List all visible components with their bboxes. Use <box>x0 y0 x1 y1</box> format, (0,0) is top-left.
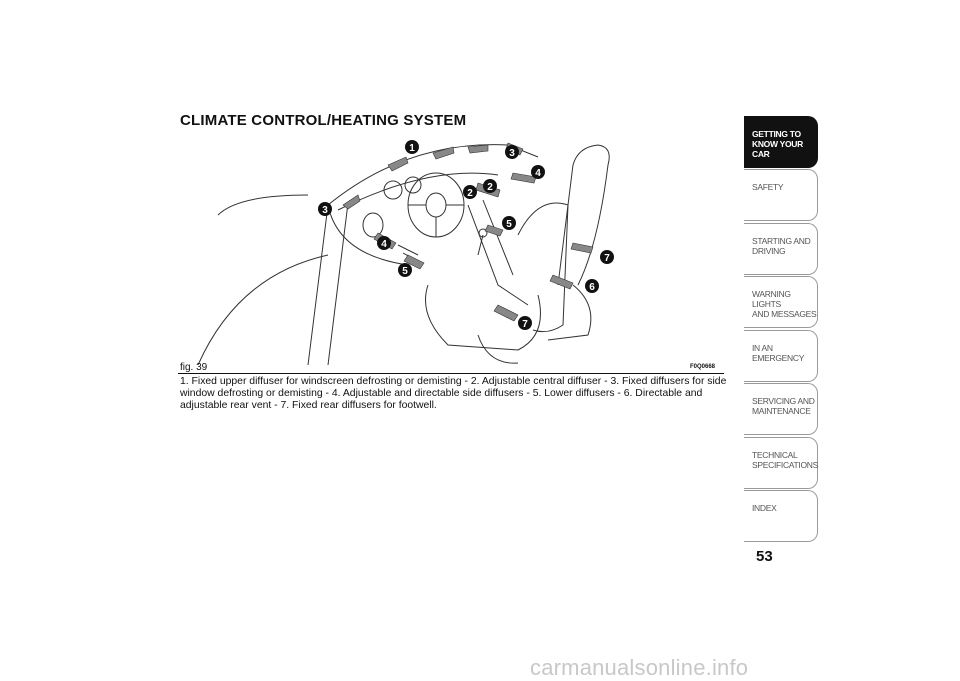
page-number: 53 <box>756 548 773 565</box>
marker-7a: 7 <box>600 250 614 264</box>
marker-3a: 3 <box>505 145 519 159</box>
marker-4a: 4 <box>531 165 545 179</box>
tab-starting-and-driving[interactable]: STARTING AND DRIVING <box>744 223 818 275</box>
svg-text:2: 2 <box>487 182 493 193</box>
marker-3b: 3 <box>318 202 332 216</box>
tab-technical-specifications[interactable]: TECHNICAL SPECIFICATIONS <box>744 437 818 489</box>
svg-text:5: 5 <box>506 219 512 230</box>
marker-5a: 5 <box>502 216 516 230</box>
tab-safety[interactable]: SAFETY <box>744 169 818 221</box>
chapter-tabs: GETTING TO KNOW YOUR CAR SAFETY STARTING… <box>744 116 818 544</box>
figure-label: fig. 39 <box>180 362 208 373</box>
svg-text:7: 7 <box>522 319 528 330</box>
svg-text:4: 4 <box>381 239 387 250</box>
marker-6: 6 <box>585 279 599 293</box>
svg-text:3: 3 <box>509 148 515 159</box>
tab-in-an-emergency[interactable]: IN AN EMERGENCY <box>744 330 818 382</box>
svg-text:7: 7 <box>604 253 610 264</box>
tab-getting-to-know-your-car[interactable]: GETTING TO KNOW YOUR CAR <box>744 116 818 168</box>
marker-2a: 2 <box>463 185 477 199</box>
figure-caption: 1. Fixed upper diffuser for windscreen d… <box>180 376 727 411</box>
tab-warning-lights[interactable]: WARNING LIGHTS AND MESSAGES <box>744 276 818 328</box>
figure-code: F0Q0668 <box>690 364 716 370</box>
svg-text:2: 2 <box>467 188 473 199</box>
svg-text:4: 4 <box>535 168 541 179</box>
marker-5b: 5 <box>398 263 412 277</box>
car-interior-illustration: 1 2 2 3 3 4 4 5 5 6 7 7 <box>197 140 614 365</box>
watermark: carmanualsonline.info <box>530 655 749 680</box>
svg-text:1: 1 <box>409 143 415 154</box>
tab-index[interactable]: INDEX <box>744 490 818 542</box>
svg-text:3: 3 <box>322 205 328 216</box>
tab-servicing-and-maintenance[interactable]: SERVICING AND MAINTENANCE <box>744 383 818 435</box>
marker-1: 1 <box>405 140 419 154</box>
marker-4b: 4 <box>377 236 391 250</box>
figure-divider <box>178 373 724 374</box>
marker-2b: 2 <box>483 179 497 193</box>
svg-text:6: 6 <box>589 282 595 293</box>
marker-7b: 7 <box>518 316 532 330</box>
svg-text:5: 5 <box>402 266 408 277</box>
page-title: CLIMATE CONTROL/HEATING SYSTEM <box>180 112 467 129</box>
